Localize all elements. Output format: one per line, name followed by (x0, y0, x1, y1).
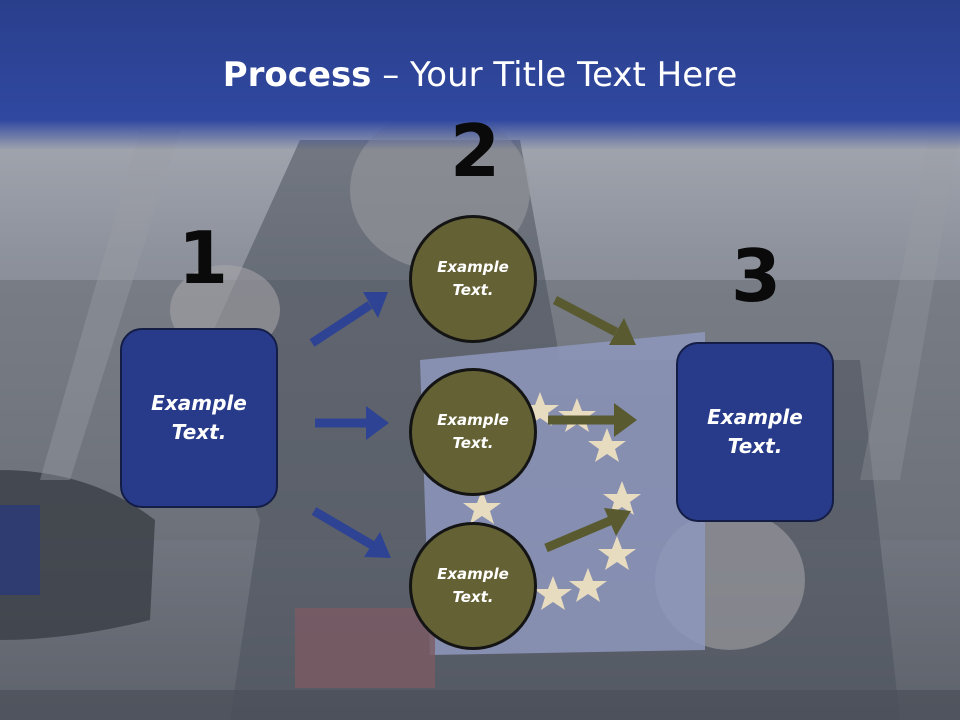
right-box-line2: Text. (727, 434, 783, 458)
circle-middle-line2: Text. (452, 434, 494, 452)
title-bar (0, 0, 960, 150)
title-rest: – Your Title Text Here (371, 55, 738, 95)
arrow-left-to-middle (315, 406, 389, 440)
circle-bottom-line1: Example (437, 565, 509, 583)
arrow-left-to-bottom (311, 507, 391, 558)
arrow-bottom-to-right (544, 508, 631, 553)
right-box-line1: Example (707, 405, 803, 429)
arrow-middle-to-right (548, 403, 637, 437)
circle-bottom-line2: Text. (452, 588, 494, 606)
circle-top-line2: Text. (452, 281, 494, 299)
step-number-2: 2 (450, 109, 501, 193)
circle-middle: Example Text. (409, 368, 537, 496)
slide-title: Process – Your Title Text Here (0, 50, 960, 100)
circle-top: Example Text. (409, 215, 537, 343)
circle-top-line1: Example (437, 258, 509, 276)
step-number-1: 1 (178, 216, 229, 300)
step-number-3: 3 (731, 234, 782, 318)
title-bold: Process (222, 55, 372, 95)
arrow-top-to-right (552, 296, 636, 345)
left-box-line2: Text. (171, 420, 227, 444)
circle-middle-line1: Example (437, 411, 509, 429)
left-box-line1: Example (151, 391, 247, 415)
circle-bottom: Example Text. (409, 522, 537, 650)
right-example-box: Example Text. (676, 342, 834, 522)
left-example-box: Example Text. (120, 328, 278, 508)
arrow-left-to-top (309, 292, 388, 347)
